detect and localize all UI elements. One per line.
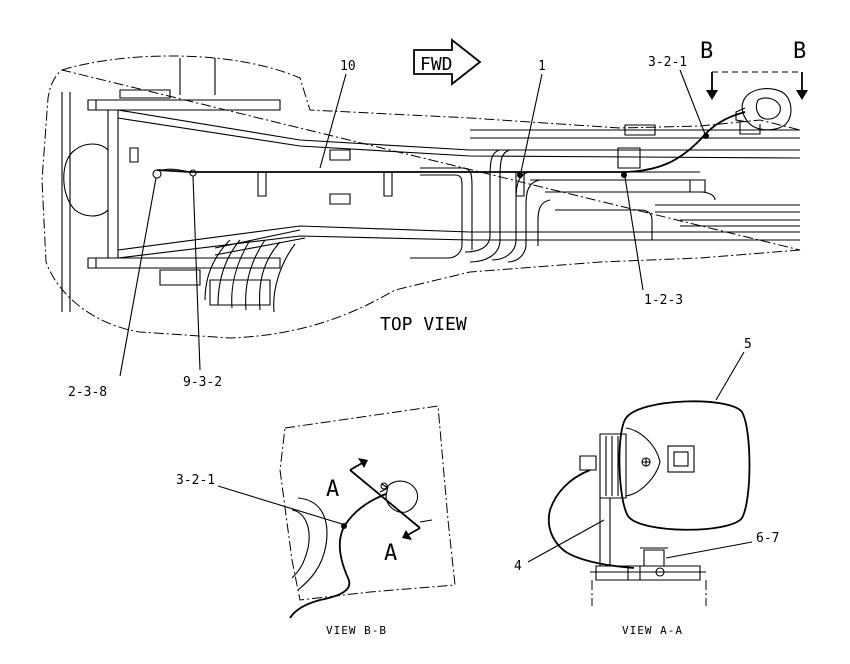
section-a-top-label: A (326, 477, 339, 502)
wiring-harness (152, 111, 746, 197)
view-aa-title: VIEW A-A (622, 624, 683, 637)
callout-6-7: 6-7 (756, 531, 779, 546)
top-view-boundary (41, 55, 801, 339)
callout-10: 10 (340, 59, 356, 74)
callout-1-2-3: 1-2-3 (644, 293, 683, 308)
callout-4: 4 (514, 559, 522, 574)
section-line-bb: B B (700, 39, 808, 100)
callout-3-2-1-top: 3-2-1 (648, 55, 687, 70)
callout-3-2-1-bb: 3-2-1 (176, 473, 215, 488)
section-a-bottom-label: A (384, 541, 397, 566)
leader-lines-top (119, 69, 706, 377)
callout-2-3-8: 2-3-8 (68, 385, 107, 400)
section-b-right-label: B (793, 39, 806, 64)
fwd-arrow: FWD (413, 38, 482, 86)
frame-left (61, 58, 281, 312)
work-lamp-top (735, 88, 792, 135)
view-bb: A A 3-2-1 VIEW B-B (176, 405, 456, 637)
callout-5: 5 (744, 337, 752, 352)
fwd-label: FWD (420, 54, 453, 75)
top-view-title: TOP VIEW (380, 314, 467, 335)
view-bb-title: VIEW B-B (326, 624, 387, 637)
main-frame-rail (117, 109, 801, 259)
hose-bundle (204, 149, 716, 313)
callout-9-3-2: 9-3-2 (183, 375, 222, 390)
view-bb-boundary (279, 405, 456, 601)
view-aa: 5 4 6-7 VIEW A-A (514, 337, 779, 637)
section-b-left-label: B (700, 39, 713, 64)
top-view: FWD B B 10 1 3-2-1 1-2-3 2-3-8 9-3-2 TOP… (41, 38, 808, 400)
callout-1: 1 (538, 59, 546, 74)
